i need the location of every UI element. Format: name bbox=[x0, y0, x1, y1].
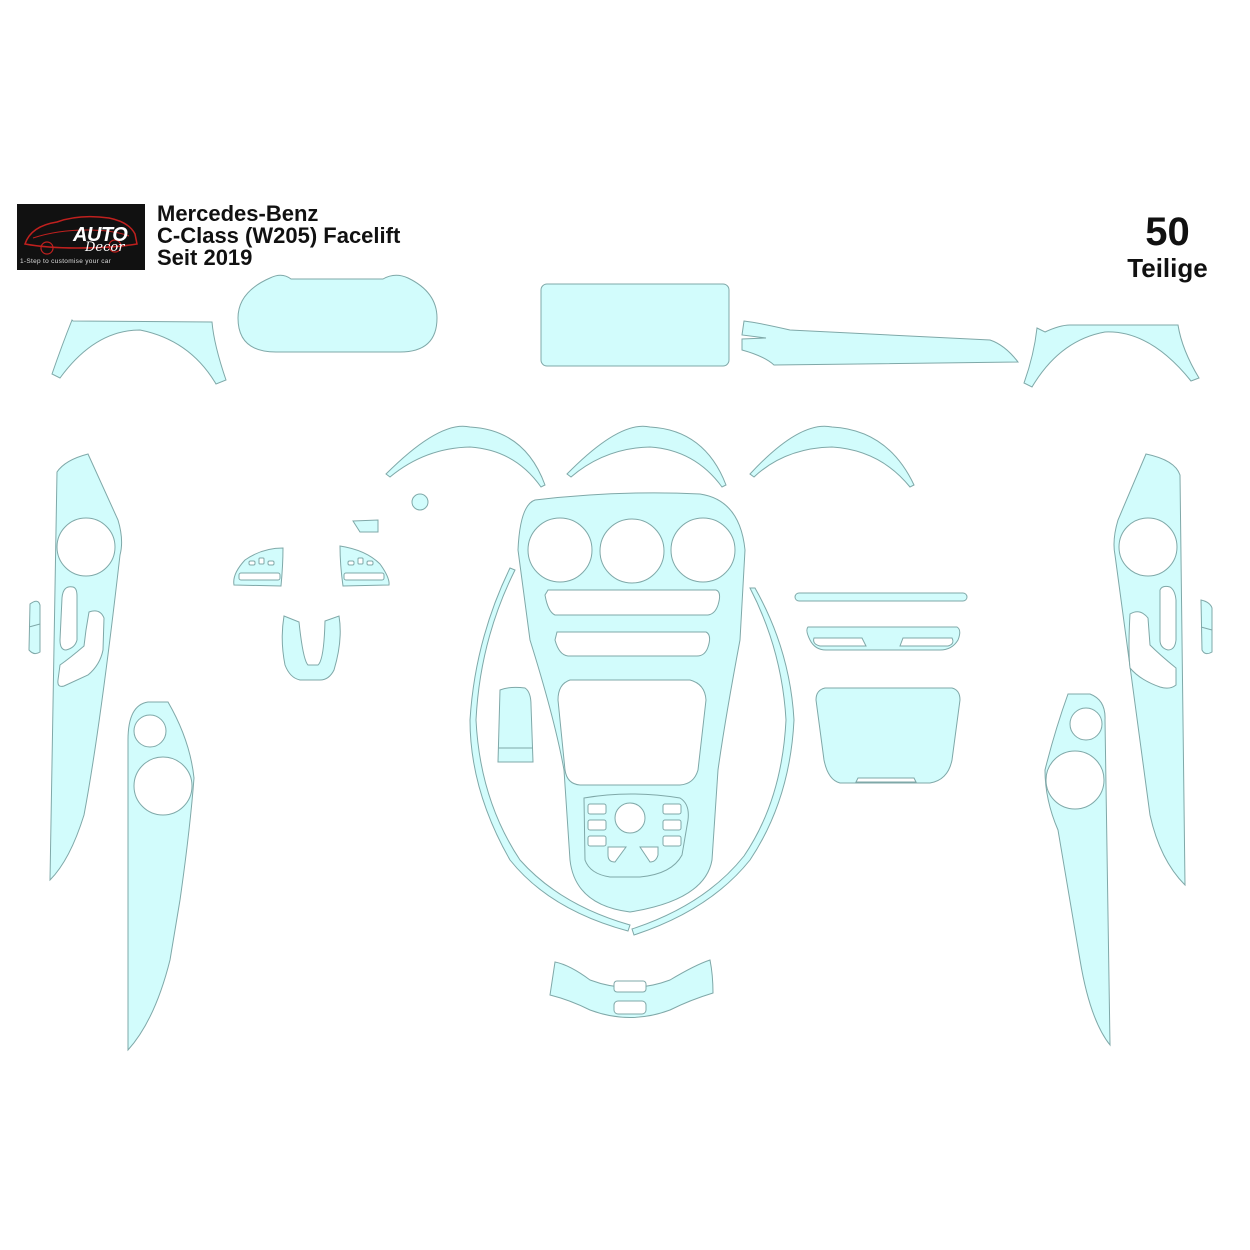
right-rear-door-panel bbox=[1044, 693, 1111, 1047]
left-rear-door-panel bbox=[127, 701, 195, 1052]
dashboard-trim-strip bbox=[741, 320, 1020, 366]
vehicle-title: Mercedes-Benz C-Class (W205) Facelift Se… bbox=[157, 203, 400, 269]
storage-lid bbox=[815, 687, 961, 784]
gauge-arc-left bbox=[385, 425, 546, 488]
vehicle-year: Seit 2019 bbox=[157, 245, 253, 270]
gauge-arc-right bbox=[749, 425, 915, 488]
phone-tray-cover bbox=[497, 686, 534, 763]
logo-tagline: 1-Step to customise your car bbox=[20, 258, 112, 265]
gauge-arc-center bbox=[566, 425, 727, 488]
right-window-switch bbox=[1200, 599, 1213, 655]
logo-brand-decor: Decor bbox=[85, 240, 125, 255]
infotainment-screen bbox=[540, 283, 730, 367]
left-air-vent-trim bbox=[51, 319, 227, 385]
steering-wheel-lower-spoke bbox=[281, 615, 341, 681]
brand-logo: AUTO Decor 1-Step to customise your car bbox=[17, 204, 145, 270]
left-window-switch bbox=[28, 600, 41, 655]
car-silhouette-icon bbox=[24, 215, 138, 255]
vehicle-make: Mercedes-Benz bbox=[157, 201, 319, 226]
piece-count-label: Teilige bbox=[1127, 253, 1208, 283]
instrument-cluster-screen bbox=[237, 274, 438, 353]
small-trim-tab bbox=[352, 519, 379, 533]
center-console-left-strip bbox=[469, 567, 631, 932]
center-console-right-strip bbox=[631, 587, 795, 936]
logo-brand-auto: AUTO bbox=[73, 224, 128, 246]
vehicle-model: C-Class (W205) Facelift bbox=[157, 223, 401, 248]
piece-count: 50 Teilige bbox=[1100, 210, 1235, 282]
right-air-vent-trim bbox=[1023, 324, 1200, 388]
piece-count-number: 50 bbox=[1145, 210, 1190, 254]
start-button bbox=[411, 493, 429, 511]
climate-bar bbox=[794, 592, 968, 602]
